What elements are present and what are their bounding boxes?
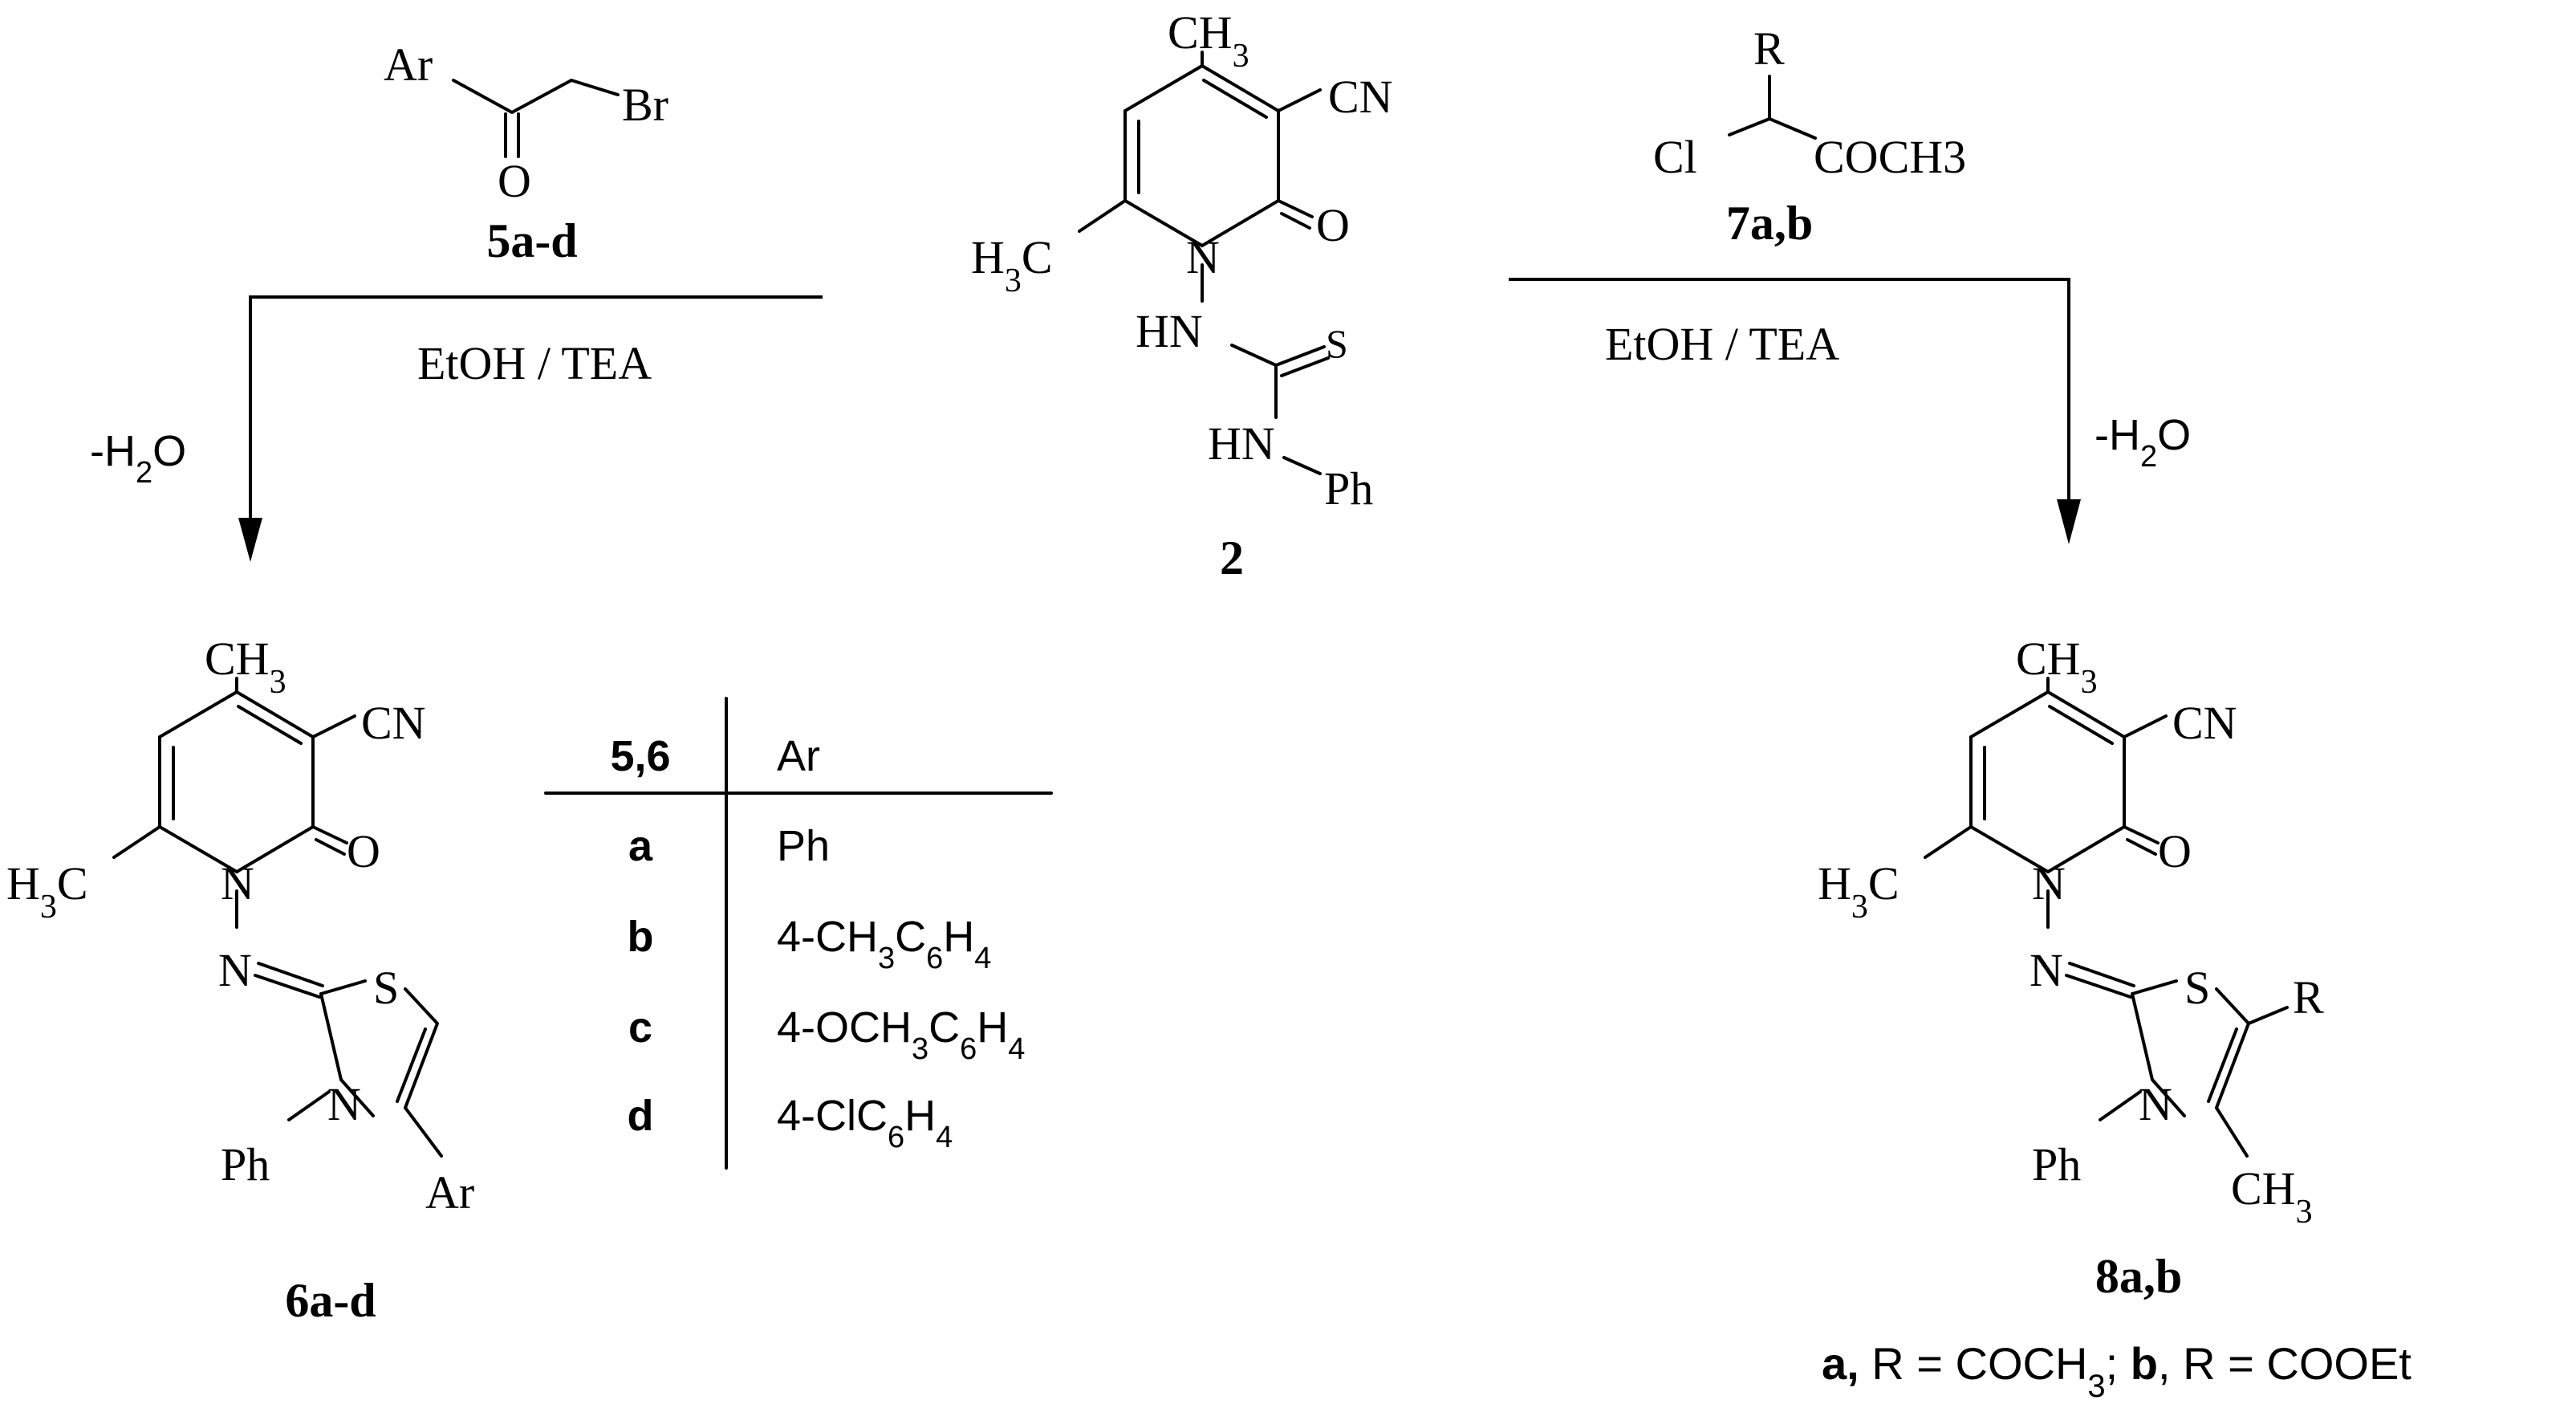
substituent-footnote: a, R = COCH3; b, R = COOEt	[1822, 1338, 2411, 1404]
left-reaction-arrow	[238, 295, 823, 562]
left-water-loss-label: -H2O	[90, 427, 186, 490]
ring-nitrogen-label: N	[1186, 231, 1220, 283]
methyl-label-left: H3C	[6, 857, 88, 926]
compound-2-structure: CH3 CN H3C N O HN S HN Ph	[971, 6, 1393, 515]
product-6-structure: CH3 CN H3C N O N S N Ph Ar	[6, 633, 474, 1219]
compound-label-5a-d: 5a-d	[486, 214, 577, 267]
footnote-a-label: a,	[1822, 1338, 1859, 1389]
methyl-label: CH3	[2016, 633, 2098, 701]
anilino-nh-label: HN	[1208, 417, 1275, 470]
phenyl-label: Ph	[1324, 462, 1373, 515]
oxygen-atom-label: O	[498, 155, 531, 207]
left-solvent-label: EtOH / TEA	[417, 337, 652, 389]
thiazole-nitrogen-label: N	[327, 1078, 361, 1130]
methyl-label: CH3	[1168, 6, 1249, 75]
r-group-label: R	[1753, 22, 1785, 75]
methyl-label-left: H3C	[971, 231, 1053, 299]
right-solvent-label: EtOH / TEA	[1605, 318, 1839, 370]
right-water-loss-label: -H2O	[2095, 411, 2191, 474]
footnote-b-text: , R = COOEt	[2158, 1338, 2411, 1389]
thione-sulfur-label: S	[1326, 321, 1348, 366]
thiazole-sulfur-label: S	[373, 962, 399, 1014]
footnote-b-label: b	[2131, 1338, 2158, 1389]
compound-label-8a-b: 8a,b	[2095, 1250, 2182, 1303]
carbonyl-oxygen-label: O	[347, 825, 380, 877]
carbonyl-oxygen-label: O	[1316, 199, 1350, 251]
phenyl-label: Ph	[221, 1138, 270, 1190]
bromine-atom-label: Br	[622, 79, 668, 131]
table-row-id: c	[628, 1003, 652, 1052]
thiazole-sulfur-label: S	[2184, 962, 2210, 1014]
ring-methyl-label: CH3	[2231, 1162, 2313, 1231]
r-group-label: R	[2293, 971, 2324, 1023]
table-row-id: d	[628, 1092, 654, 1140]
hydrazine-nh-label: HN	[1136, 305, 1203, 357]
imine-nitrogen-label: N	[2030, 944, 2063, 996]
table-header-compound: 5,6	[610, 732, 670, 780]
product-8-structure: CH3 CN H3C N O N S R N Ph CH3	[1818, 633, 2324, 1231]
reagent-7-structure: R Cl COCH3	[1653, 22, 1966, 183]
aryl-label: Ar	[425, 1166, 474, 1219]
substituent-table: 5,6 Ar a Ph b 4-CH3C6H4 c 4-OCH3C6H4 d 4…	[544, 697, 1053, 1170]
methyl-label-left: H3C	[1818, 857, 1899, 926]
table-row-ar: 4-CH3C6H4	[777, 913, 991, 975]
table-row-id: b	[628, 913, 654, 961]
compound-label-7a-b: 7a,b	[1726, 197, 1813, 250]
imine-nitrogen-label: N	[218, 944, 252, 996]
table-row-ar: 4-OCH3C6H4	[777, 1003, 1025, 1066]
table-header-ar: Ar	[777, 732, 820, 780]
table-row-id: a	[628, 822, 653, 870]
table-row-ar: Ph	[777, 822, 830, 870]
methyl-label: CH3	[205, 633, 286, 701]
reagent-5-structure: Ar Br O	[384, 39, 668, 207]
ring-nitrogen-label: N	[221, 857, 254, 910]
aryl-atom-label: Ar	[384, 39, 433, 91]
cyano-label: CN	[2172, 697, 2237, 749]
carbonyl-oxygen-label: O	[2158, 825, 2192, 877]
right-reaction-arrow	[1509, 278, 2081, 544]
compound-label-6a-d: 6a-d	[285, 1274, 376, 1327]
acetyl-group-label: COCH3	[1814, 131, 1966, 183]
chlorine-atom-label: Cl	[1653, 131, 1697, 183]
cyano-label: CN	[1328, 71, 1393, 123]
phenyl-label: Ph	[2032, 1138, 2081, 1190]
compound-label-2: 2	[1220, 531, 1244, 584]
cyano-label: CN	[361, 697, 426, 749]
thiazole-nitrogen-label: N	[2139, 1078, 2172, 1130]
table-row-ar: 4-ClC6H4	[777, 1092, 953, 1154]
ring-nitrogen-label: N	[2032, 857, 2066, 910]
